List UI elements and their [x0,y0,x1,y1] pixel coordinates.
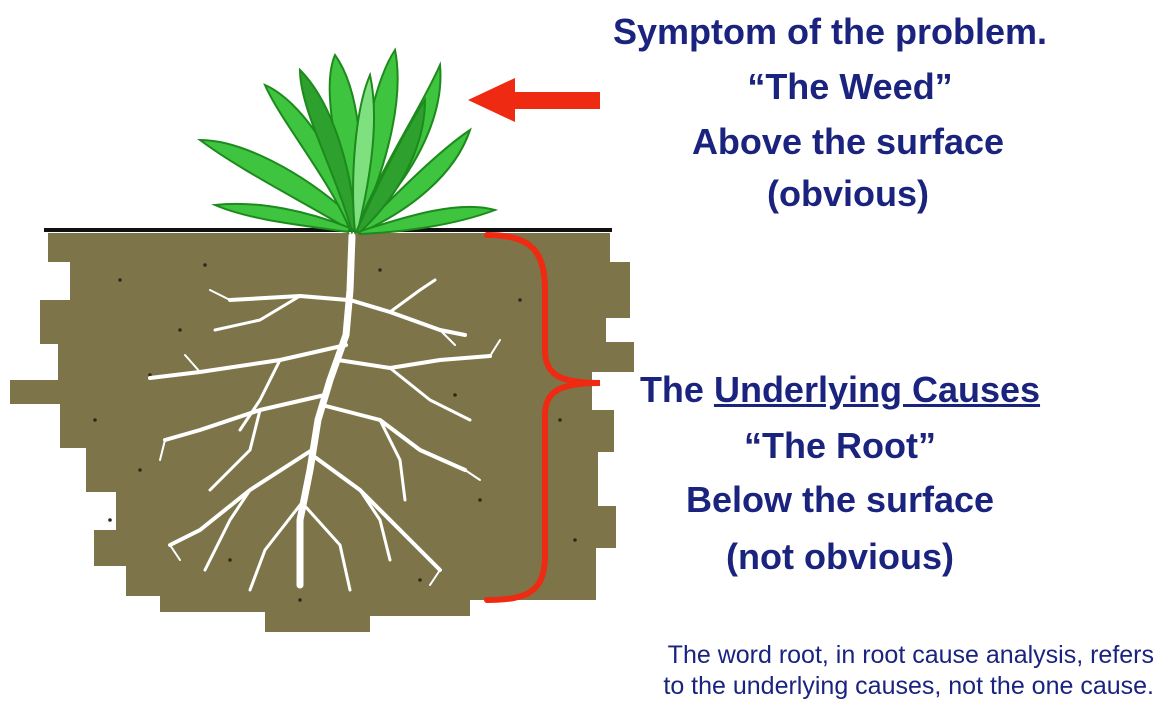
underlying-causes-prefix: The [640,369,714,410]
above-surface-label: Above the surface [598,120,1098,163]
underlying-causes-title: The Underlying Causes [590,368,1090,411]
weed-plant [200,50,495,234]
not-obvious-label: (not obvious) [590,535,1090,578]
symptom-title: Symptom of the problem. [580,10,1080,53]
obvious-label: (obvious) [598,172,1098,215]
red-arrow [468,78,600,122]
footnote-line-2: to the underlying causes, not the one ca… [564,671,1154,702]
footnote-line-1: The word root, in root cause analysis, r… [564,640,1154,671]
below-surface-label: Below the surface [590,478,1090,521]
underlying-causes-underlined: Underlying Causes [714,369,1040,410]
root-label: “The Root” [590,424,1090,467]
weed-label: “The Weed” [600,65,1100,108]
footnote: The word root, in root cause analysis, r… [564,640,1154,702]
